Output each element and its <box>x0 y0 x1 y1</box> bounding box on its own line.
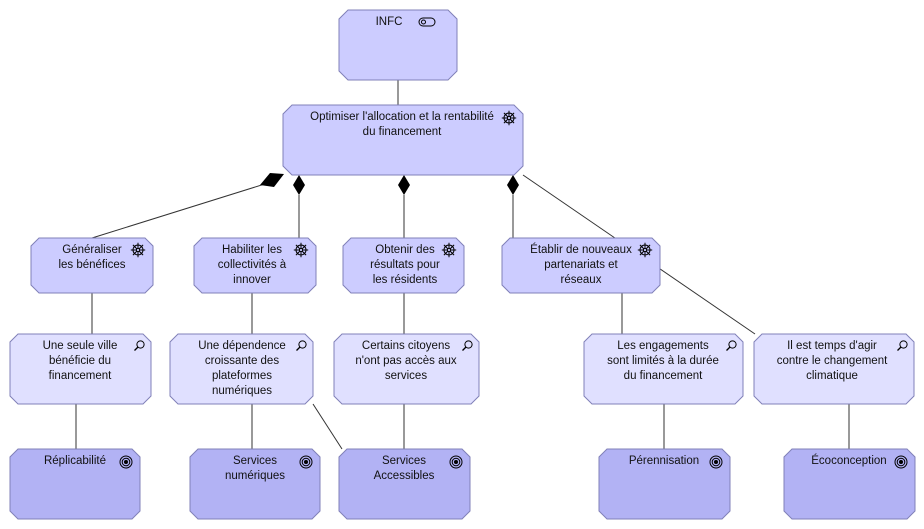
wheel-icon <box>637 242 653 258</box>
assessment-node-label: du financement <box>624 370 703 382</box>
goal-node-label: les bénéfices <box>58 259 125 271</box>
magnifier-icon <box>296 340 307 351</box>
outcome-node[interactable]: Écoconception <box>783 448 916 520</box>
outcome-node[interactable]: Réplicabilité <box>9 448 141 520</box>
outcome-node-label: Pérennisation <box>629 455 699 467</box>
magnifier-icon <box>462 340 473 351</box>
outcome-node-label: numériques <box>225 470 285 482</box>
composition-edge <box>398 175 410 238</box>
target-icon <box>299 455 313 469</box>
goal-node-label: résultats pour <box>370 259 440 271</box>
goal-node[interactable]: Établir de nouveaux partenariats et réseau… <box>501 237 661 294</box>
magnifier-icon <box>726 340 737 351</box>
assessment-node-label: services <box>385 370 427 382</box>
connections <box>75 80 850 450</box>
composition-edge <box>293 175 305 238</box>
goal-node-label: réseaux <box>561 274 602 286</box>
outcome-node-label: Accessibles <box>374 470 435 482</box>
assessment-node[interactable]: Les engagements sont limités à la durée du… <box>583 333 744 405</box>
assessment-node-label: Les engagements <box>617 340 709 352</box>
magnifier-icon <box>897 340 908 351</box>
outcome-node-label: Écoconception <box>811 454 886 467</box>
target-icon <box>709 455 723 469</box>
assessment-node[interactable]: Une seule ville bénéficie du financement <box>9 333 152 405</box>
objective-node[interactable]: Optimiser l'allocation et la rentabilité… <box>282 104 524 176</box>
assessment-node-label: sont limités à la durée <box>607 355 719 367</box>
assessment-node[interactable]: Il est temps d'agir contre le changement c… <box>753 333 915 405</box>
composition-edge <box>91 173 284 239</box>
outcome-node[interactable]: Services numériques <box>189 448 321 520</box>
goal-node-label: Obtenir des <box>375 244 435 256</box>
target-icon <box>119 455 133 469</box>
goal-node-label: collectivités à <box>218 259 287 271</box>
association-edge <box>312 403 343 450</box>
assessment-node-label: n'ont pas accès aux <box>355 355 457 367</box>
outcome-node-label: Réplicabilité <box>44 455 106 467</box>
assessment-node-label: contre le changement <box>777 355 888 367</box>
assessment-node-label: Une seule ville <box>43 340 118 352</box>
goal-node[interactable]: Habiliter les collectivités à innover <box>193 237 317 294</box>
magnifier-icon <box>134 340 145 351</box>
outcome-node-label: Services <box>233 455 277 467</box>
service-node-label: INFC <box>376 16 403 28</box>
objective-node-label: Optimiser l'allocation et la rentabilité <box>310 111 494 123</box>
goal-node[interactable]: Généraliser les bénéfices <box>30 237 154 294</box>
assessment-node-label: Il est temps d'agir <box>787 340 877 352</box>
assessment-node-label: Certains citoyens <box>362 340 450 352</box>
goal-node-label: les résidents <box>373 274 438 286</box>
assessment-node[interactable]: Une dépendence croissante des plateformes n… <box>169 333 314 405</box>
assessment-node-label: climatique <box>806 370 858 382</box>
target-icon <box>894 455 908 469</box>
wheel-icon <box>501 110 517 126</box>
goal-node-label: partenariats et <box>544 259 618 271</box>
service-node[interactable]: INFC <box>338 9 458 81</box>
assessment-node-label: financement <box>49 370 112 382</box>
outcome-node-label: Services <box>382 455 426 467</box>
goal-node-label: Habiliter les <box>222 244 282 256</box>
objective-node-label: du financement <box>363 126 442 138</box>
goal-node-label: Généraliser <box>62 244 122 256</box>
assessment-node-label: croissante des <box>205 355 279 367</box>
assessment-node[interactable]: Certains citoyens n'ont pas accès aux serv… <box>333 333 480 405</box>
wheel-icon <box>293 242 309 258</box>
goal-node-label: innover <box>233 274 271 286</box>
wheel-icon <box>130 242 146 258</box>
assessment-node-label: bénéficie du <box>49 355 111 367</box>
target-icon <box>449 455 463 469</box>
goal-node[interactable]: Obtenir des résultats pour les résidents <box>342 237 465 294</box>
goal-node-label: Établir de nouveaux <box>530 243 632 256</box>
assessment-node-label: numériques <box>212 385 272 397</box>
composition-edge <box>507 175 519 238</box>
assessment-node-label: plateformes <box>212 370 272 382</box>
assessment-node-label: Une dépendence <box>198 340 286 352</box>
outcome-node[interactable]: Pérennisation <box>598 448 731 520</box>
wheel-icon <box>441 242 457 258</box>
service-icon <box>418 17 436 27</box>
